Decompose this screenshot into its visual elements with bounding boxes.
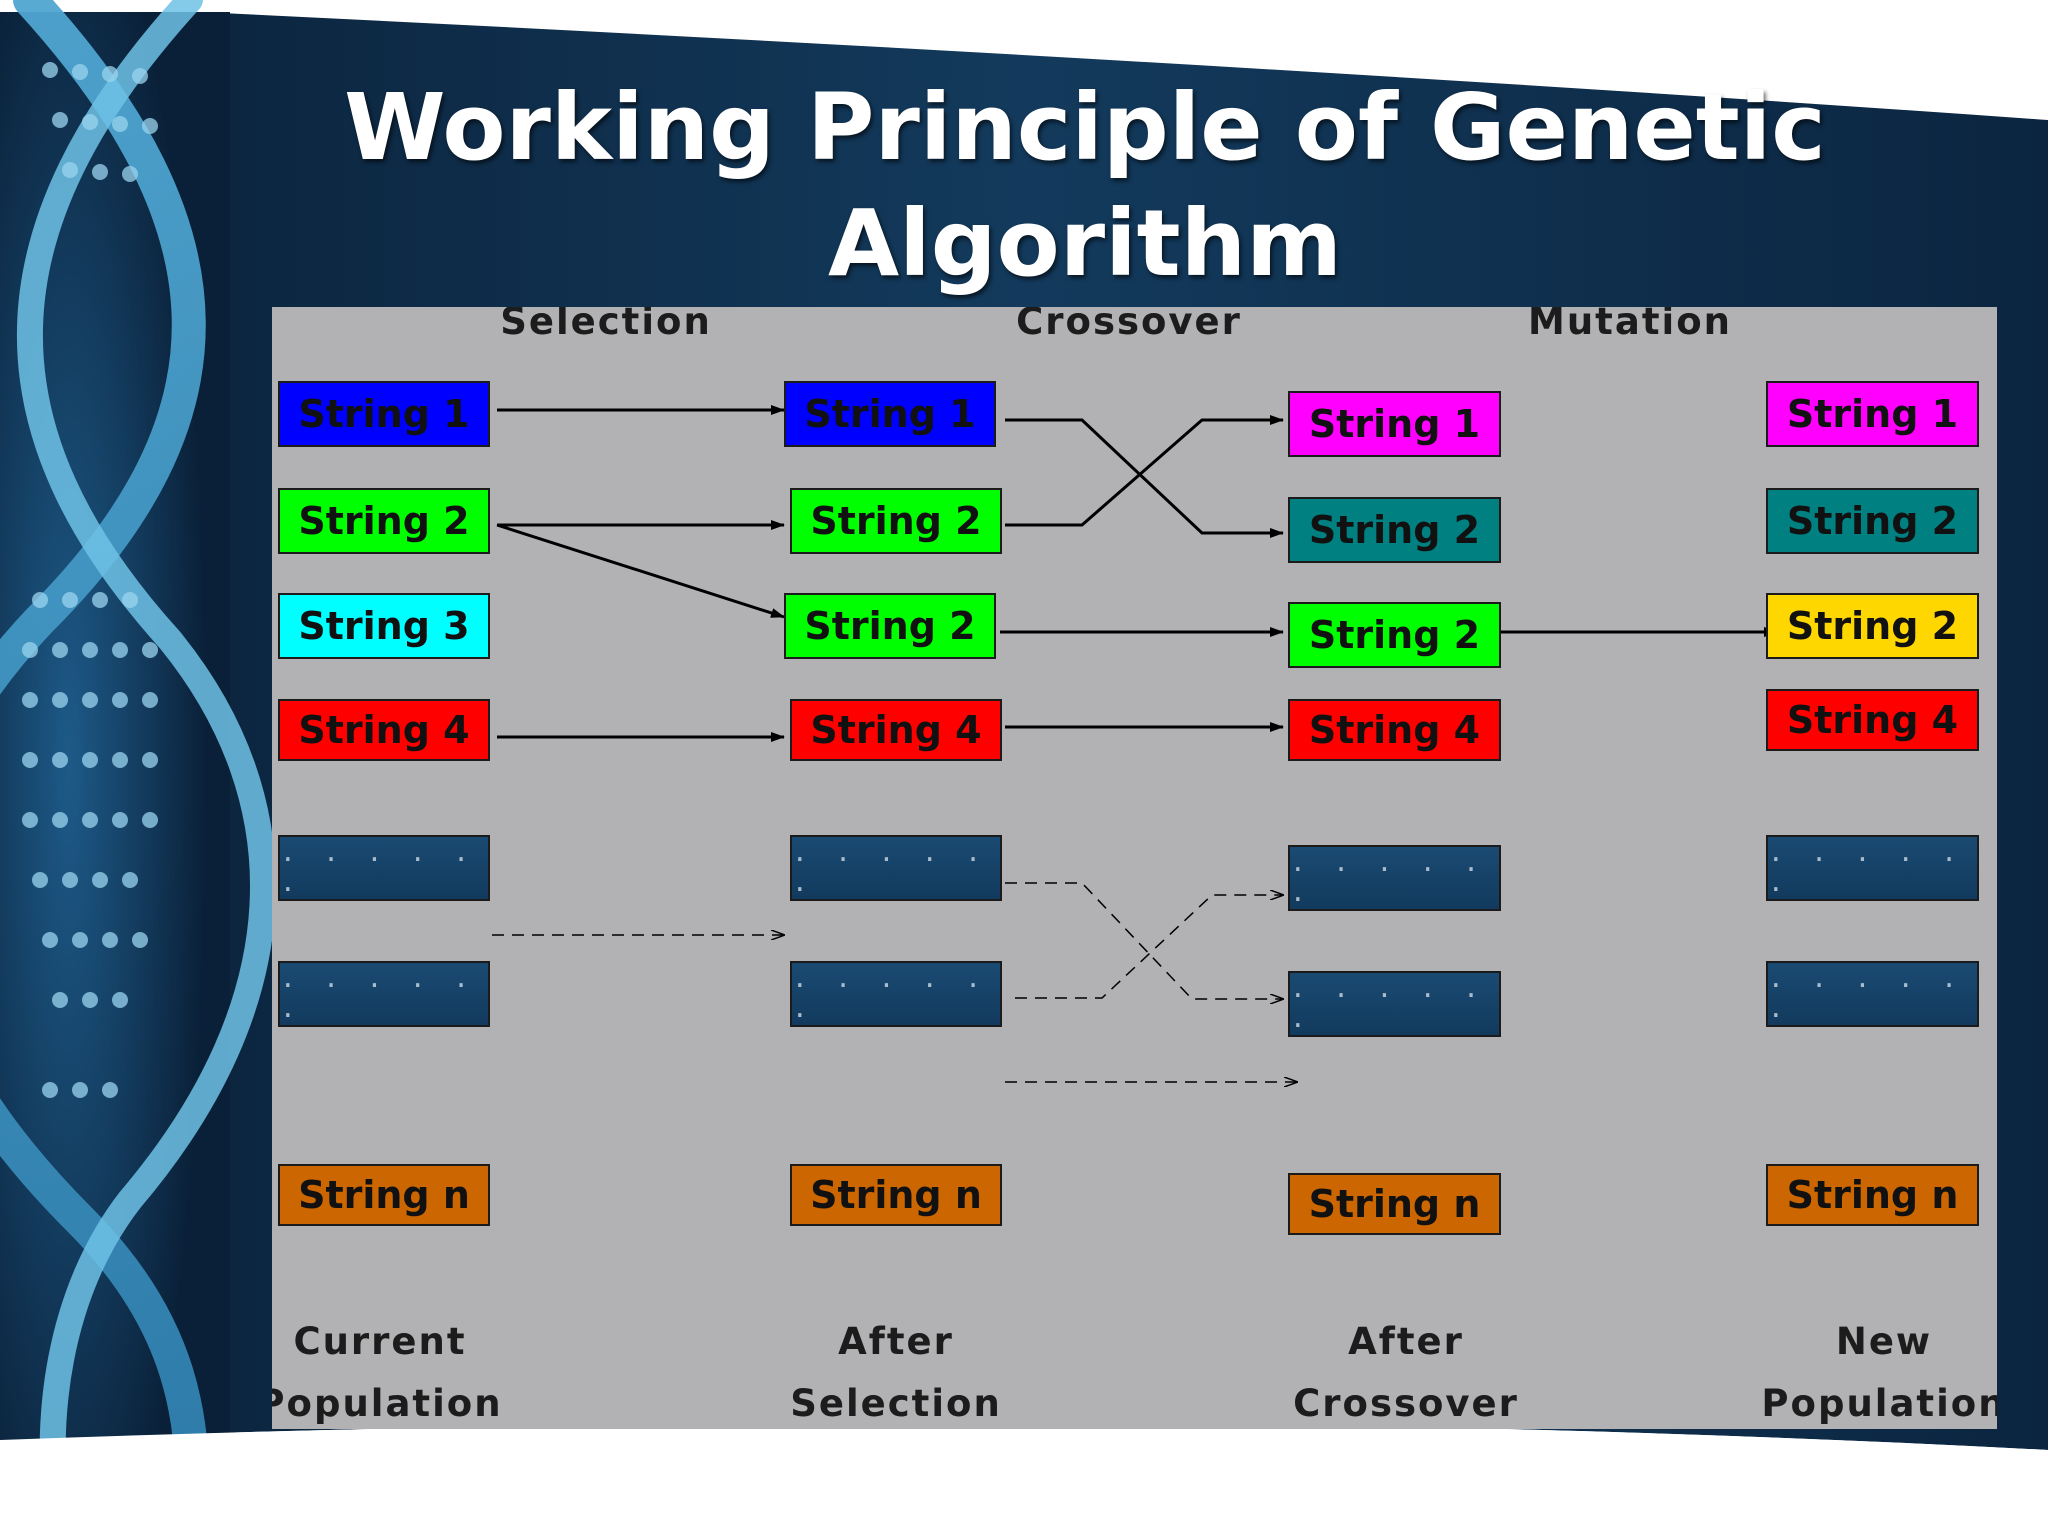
arrow-crossover-1-to-2 (1005, 418, 1284, 538)
after-selection-string-1: String 1 (784, 381, 996, 447)
new-population-placeholder-1: . . . . . . (1766, 835, 1979, 901)
arrow-crossover-2-to-1 (1005, 415, 1284, 527)
column-label-line-1: After (838, 1320, 954, 1363)
column-label-line-2: Population (272, 1382, 503, 1425)
stage-label-mutation: Mutation (1528, 307, 1732, 343)
current-population-string-4: String 4 (278, 699, 490, 761)
column-label-line-2: Population (1761, 1382, 1997, 1425)
slide-title-line-1: Working Principle of Genetic (344, 74, 1826, 181)
current-population-string-2: String 2 (278, 488, 490, 554)
after-selection-string-2a: String 2 (790, 488, 1002, 554)
connector-arrows (492, 405, 1778, 1429)
after-crossover-string-2b: String 2 (1288, 602, 1501, 668)
new-population-string-2b: String 2 (1766, 593, 1979, 659)
column-label-current-population: Current Population (272, 1311, 503, 1429)
after-crossover-placeholder-2: . . . . . . (1288, 971, 1501, 1037)
slide-title: Working Principle of Genetic Algorithm (300, 70, 1870, 302)
arrow-selection-string2-b (496, 523, 785, 619)
new-population-string-1: String 1 (1766, 381, 1979, 447)
column-label-line-1: New (1835, 1320, 1933, 1363)
column-label-line-2: Selection (790, 1382, 1002, 1425)
dashed-arrow-crossover-b (1015, 895, 1283, 999)
stage-label-selection: Selection (500, 307, 712, 343)
current-population-string-n: String n (278, 1164, 490, 1226)
after-selection-string-2b: String 2 (784, 593, 996, 659)
new-population-string-n: String n (1766, 1164, 1979, 1226)
after-crossover-string-4: String 4 (1288, 699, 1501, 761)
current-population-string-1: String 1 (278, 381, 490, 447)
new-population-string-2a: String 2 (1766, 488, 1979, 554)
after-selection-placeholder-1: . . . . . . (790, 835, 1002, 901)
current-population-placeholder-2: . . . . . . (278, 961, 490, 1027)
genetic-algorithm-diagram: Selection Crossover Mutation String 1 St… (272, 307, 1997, 1429)
column-label-after-crossover: After Crossover (1293, 1311, 1519, 1429)
slide-title-line-2: Algorithm (827, 190, 1343, 297)
dashed-arrow-crossover-a (1005, 882, 1283, 999)
stage-label-crossover: Crossover (1016, 307, 1242, 343)
after-crossover-placeholder-1: . . . . . . (1288, 845, 1501, 911)
after-crossover-string-1: String 1 (1288, 391, 1501, 457)
column-label-new-population: New Population (1761, 1311, 1997, 1429)
column-label-after-selection: After Selection (790, 1311, 1002, 1429)
current-population-string-3: String 3 (278, 593, 490, 659)
after-crossover-string-2a: String 2 (1288, 497, 1501, 563)
current-population-placeholder-1: . . . . . . (278, 835, 490, 901)
column-label-line-1: Current (293, 1320, 467, 1363)
column-label-line-1: After (1348, 1320, 1464, 1363)
after-selection-placeholder-2: . . . . . . (790, 961, 1002, 1027)
after-crossover-string-n: String n (1288, 1173, 1501, 1235)
new-population-placeholder-2: . . . . . . (1766, 961, 1979, 1027)
new-population-string-4: String 4 (1766, 689, 1979, 751)
column-label-line-2: Crossover (1293, 1382, 1519, 1425)
after-selection-string-4: String 4 (790, 699, 1002, 761)
after-selection-string-n: String n (790, 1164, 1002, 1226)
